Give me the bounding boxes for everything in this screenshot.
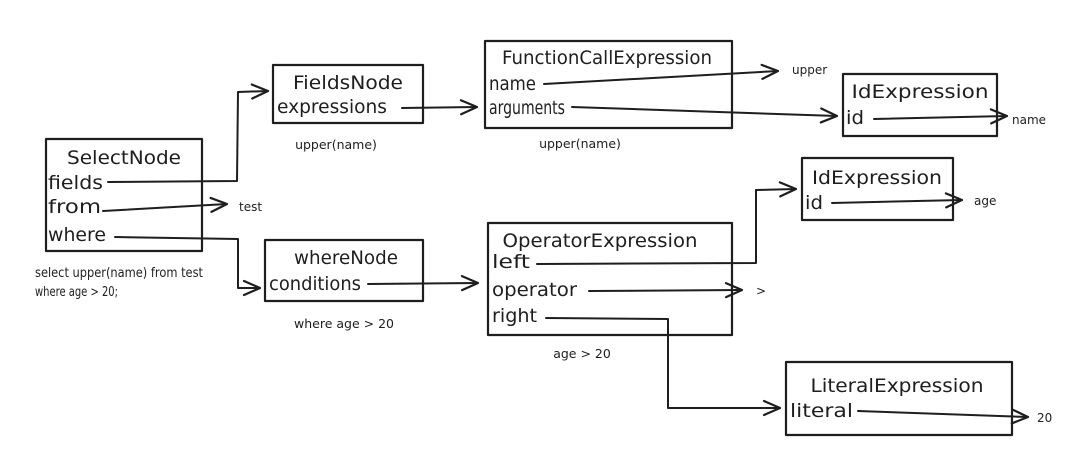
label-test[interactable]: test: [239, 200, 262, 214]
connectors: [102, 63, 1030, 425]
node-id-expression-name: IdExpression id: [841, 72, 999, 138]
select-node-field-where: where: [48, 224, 106, 246]
fields-node-title: FieldsNode: [293, 72, 403, 94]
node-function-call: FunctionCallExpression name arguments up…: [483, 39, 734, 151]
function-call-caption[interactable]: upper(name): [539, 136, 621, 151]
arrow-operator-to-gt[interactable]: [588, 282, 744, 299]
arrow-id-to-name[interactable]: [873, 108, 1009, 125]
node-fields: FieldsNode expressions upper(name): [271, 63, 425, 152]
operator-field-left: left: [492, 251, 530, 273]
literal-expression-box[interactable]: [784, 360, 1014, 437]
operator-expression-caption[interactable]: age > 20: [553, 346, 611, 361]
where-node-title: whereNode: [294, 247, 398, 269]
select-node-title: SelectNode: [67, 147, 181, 169]
arrow-left-to-idexpression[interactable]: [536, 181, 798, 265]
label-greater-than[interactable]: >: [756, 284, 766, 298]
select-node-field-from: from: [48, 196, 101, 218]
label-age[interactable]: age: [974, 194, 996, 208]
arrow-arguments-to-idexpression[interactable]: [571, 106, 839, 124]
id-expression-name-title: IdExpression: [852, 81, 989, 103]
arrow-from-to-test[interactable]: [102, 196, 229, 213]
label-name[interactable]: name: [1012, 113, 1046, 127]
fields-node-field-expressions: expressions: [277, 96, 387, 118]
id-expression-name-field-id: id: [846, 107, 864, 129]
arrow-fields-to-fieldsnode[interactable]: [107, 83, 270, 183]
where-node-field-conditions: conditions: [269, 273, 361, 295]
id-expression-age-field-id: id: [805, 192, 823, 214]
arrow-name-to-upper[interactable]: [543, 63, 780, 85]
value-labels: test upper name age > 20: [239, 63, 1052, 425]
operator-expression-box[interactable]: [486, 221, 734, 337]
where-node-caption[interactable]: where age > 20: [294, 316, 394, 331]
operator-field-operator: operator: [492, 279, 577, 301]
sql-note-line2[interactable]: where age > 20;: [35, 285, 118, 300]
literal-expression-title: LiteralExpression: [811, 375, 984, 397]
function-call-field-name: name: [489, 73, 536, 95]
arrow-where-to-wherenode[interactable]: [114, 236, 262, 297]
arrow-id-to-age[interactable]: [831, 192, 964, 209]
function-call-expression-box[interactable]: [483, 39, 734, 130]
node-select: SelectNode fields from where: [44, 137, 204, 253]
select-node-box[interactable]: [44, 137, 204, 253]
function-call-field-arguments: arguments: [489, 97, 565, 119]
id-expression-age-box[interactable]: [800, 156, 955, 222]
node-where: whereNode conditions where age > 20: [263, 238, 425, 331]
function-call-expression-title: FunctionCallExpression: [502, 47, 712, 69]
sql-note: select upper(name) from test where age >…: [35, 266, 203, 300]
literal-expression-field-literal: literal: [790, 400, 853, 422]
arrow-right-to-literal[interactable]: [545, 317, 782, 417]
fields-node-box[interactable]: [271, 63, 425, 125]
operator-expression-title: OperatorExpression: [503, 230, 698, 252]
where-node-box[interactable]: [263, 238, 425, 303]
arrow-conditions-to-operator[interactable]: [367, 275, 480, 292]
id-expression-name-box[interactable]: [841, 72, 999, 138]
id-expression-age-title: IdExpression: [812, 167, 942, 189]
fields-node-caption[interactable]: upper(name): [295, 137, 377, 152]
node-literal: LiteralExpression literal: [784, 360, 1014, 437]
label-20[interactable]: 20: [1037, 411, 1052, 425]
node-id-expression-age: IdExpression id: [800, 156, 955, 222]
arrow-expressions-to-functioncall[interactable]: [401, 99, 479, 116]
arrow-literal-to-20[interactable]: [857, 408, 1030, 425]
operator-field-right: right: [492, 305, 537, 327]
node-operator: OperatorExpression left operator right a…: [486, 221, 734, 361]
label-upper[interactable]: upper: [792, 63, 827, 77]
sql-note-line1[interactable]: select upper(name) from test: [35, 266, 203, 281]
select-node-field-fields: fields: [48, 172, 103, 194]
